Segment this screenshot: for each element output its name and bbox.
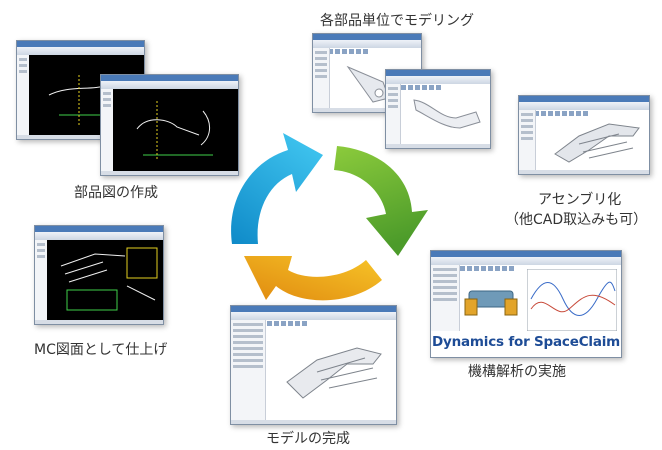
part-drawing-detail — [136, 101, 213, 161]
green-cycle-arrow — [334, 146, 428, 256]
mc-drawing-window — [34, 225, 164, 325]
assembly-hand-model — [554, 123, 640, 163]
step-label-assembly: アセンブリ化 — [538, 192, 622, 208]
part-model-sketch — [346, 65, 390, 103]
step-label-mechanism-analysis: 機構解析の実施 — [468, 364, 566, 380]
step-label-mc-drawing: MC図面として仕上げ — [34, 342, 168, 358]
mechanism-analysis-window: Dynamics for SpaceClaim — [430, 250, 622, 358]
mechanism-3d-model — [464, 290, 518, 316]
step-label-model-complete: モデルの完成 — [266, 431, 350, 447]
step-label-part-modeling: 各部品単位でモデリング — [320, 13, 474, 29]
part-model-3d — [413, 99, 481, 129]
product-banner: Dynamics for SpaceClaim — [431, 331, 621, 353]
orange-cycle-arrow — [244, 256, 382, 301]
mc-drawing-sketch — [60, 247, 158, 311]
part-drawing-window-front — [100, 74, 239, 176]
step-label-part-drawing: 部品図の作成 — [74, 185, 158, 201]
assembly-window — [518, 95, 650, 175]
blue-cycle-arrow — [231, 133, 323, 244]
part-modeling-window-front — [385, 69, 491, 149]
step-label-other-cad-import: （他CAD取込みも可） — [505, 212, 648, 228]
analysis-graph — [527, 269, 617, 331]
completed-hand-model — [286, 347, 382, 399]
completed-model-window — [230, 305, 397, 425]
